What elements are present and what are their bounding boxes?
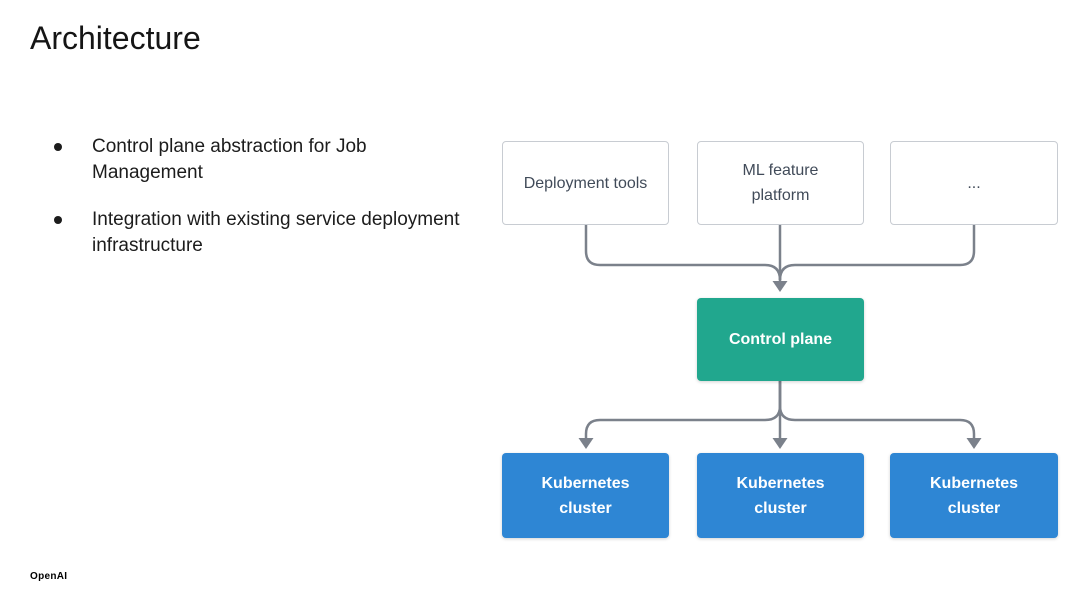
connector-path-left-merge — [584, 225, 782, 281]
bullet-item: Integration with existing service deploy… — [54, 207, 472, 259]
bullet-dot — [54, 216, 62, 224]
node-label: Control plane — [728, 331, 833, 348]
bullet-item: Control plane abstraction for Job Manage… — [54, 134, 472, 186]
bullet-dot — [54, 143, 62, 151]
node-kubernetes-cluster-1: Kubernetes cluster — [502, 453, 669, 538]
connector-path-right-split — [778, 381, 976, 438]
node-label: Deployment tools — [523, 174, 648, 192]
node-ml-feature-platform: ML feature platform — [697, 141, 864, 225]
node-deployment-tools: Deployment tools — [502, 141, 669, 225]
node-label: Kubernetes cluster — [929, 474, 1019, 517]
node-label: ... — [967, 174, 981, 192]
connector-path-left-split — [584, 381, 782, 438]
node-ellipsis-source: ... — [890, 141, 1058, 225]
node-kubernetes-cluster-2: Kubernetes cluster — [697, 453, 864, 538]
arrowhead-to-control-plane — [772, 281, 788, 292]
arrowhead-to-cluster-3 — [966, 438, 982, 449]
bullet-list: Control plane abstraction for Job Manage… — [54, 134, 472, 280]
openai-logo: OpenAI — [30, 571, 68, 582]
node-kubernetes-cluster-3: Kubernetes cluster — [890, 453, 1058, 538]
connector-path-right-merge — [778, 225, 976, 281]
node-label: Kubernetes cluster — [541, 474, 630, 517]
arrowhead-to-cluster-2 — [772, 438, 788, 449]
node-label: ML feature platform — [742, 162, 819, 204]
node-control-plane: Control plane — [697, 298, 864, 381]
node-label: Kubernetes cluster — [736, 474, 825, 517]
page-title: Architecture — [30, 20, 201, 56]
bullet-text: Control plane abstraction for Job Manage… — [92, 136, 367, 183]
bullet-text: Integration with existing service deploy… — [92, 209, 460, 256]
arrowhead-to-cluster-1 — [578, 438, 594, 449]
